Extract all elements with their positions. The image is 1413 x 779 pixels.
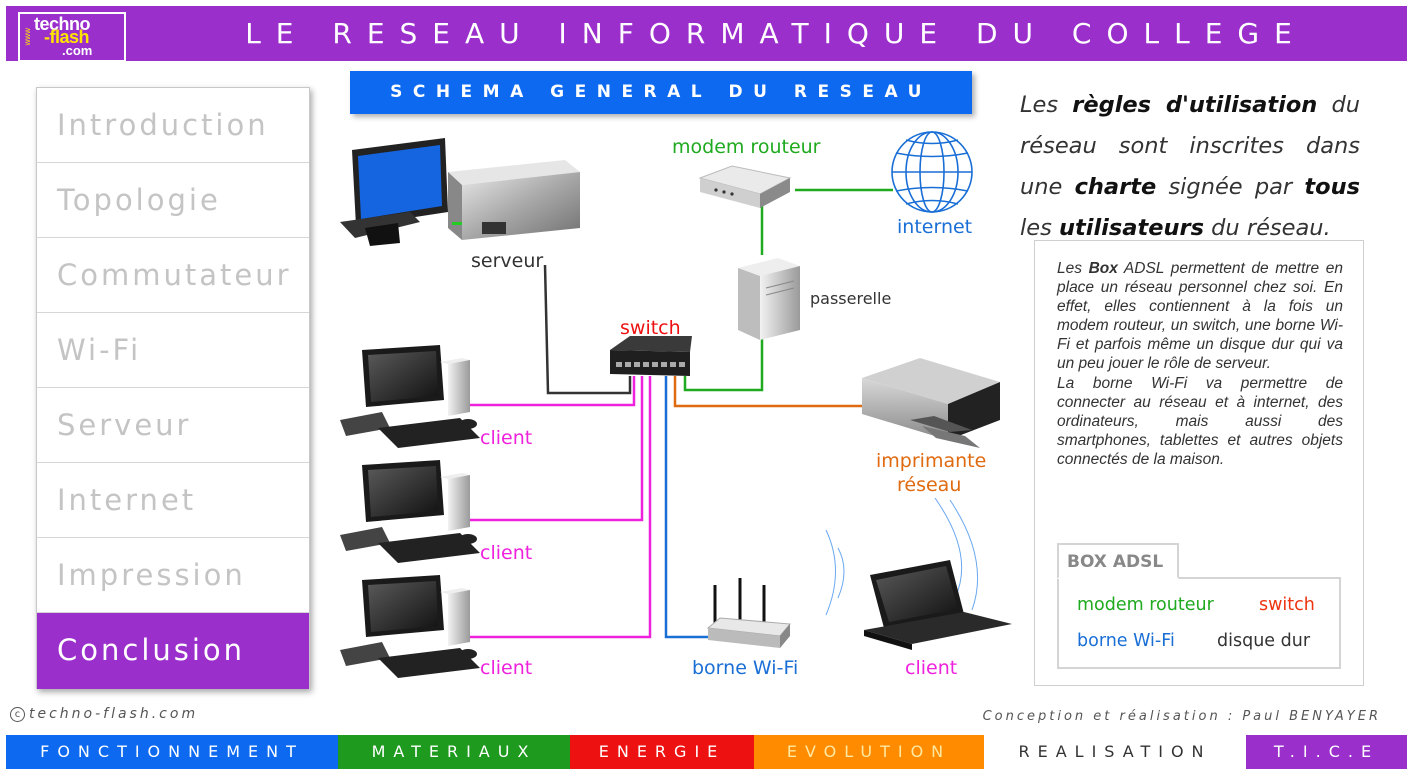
label-printer-line2: réseau (897, 474, 962, 496)
charter-bold: règles d'utilisation (1072, 92, 1318, 118)
client-desktop-icon-2 (340, 460, 480, 563)
menu-item-internet[interactable]: Internet (37, 463, 309, 538)
switch-icon (610, 336, 692, 376)
charter-text: du réseau sont inscrites dans une (1020, 92, 1360, 200)
nav-evolution[interactable]: EVOLUTION (754, 735, 984, 769)
techno-flash-logo[interactable]: www techno -flash .com (18, 12, 126, 62)
client-desktop-icon-3 (340, 575, 480, 678)
box-adsl-tab: BOX ADSL (1057, 543, 1179, 579)
modem-router-icon (698, 165, 792, 208)
page-title: LE RESEAU INFORMATIQUE DU COLLEGE (245, 17, 1307, 50)
cable-client3-switch (468, 376, 652, 639)
box-adsl-panel: modem routeur switch borne Wi-Fi disque … (1057, 577, 1341, 669)
nav-materiaux[interactable]: MATERIAUX (338, 735, 570, 769)
label-server: serveur (471, 250, 544, 272)
cable-client2-switch (468, 376, 644, 522)
footer-nav: FONCTIONNEMENT MATERIAUX ENERGIE EVOLUTI… (6, 735, 1407, 769)
wifi-signal-waves (825, 497, 979, 616)
nav-realisation[interactable]: REALISATION (984, 735, 1246, 769)
box-item-disk: disque dur (1217, 631, 1311, 651)
copyright-symbol: c (10, 707, 25, 722)
wifi-access-point-icon (706, 578, 791, 648)
internet-globe-icon (891, 131, 973, 213)
cable-server-switch (543, 264, 632, 395)
charter-text: Les (1020, 92, 1073, 118)
charter-paragraph: Les règles d'utilisation du réseau sont … (1020, 85, 1360, 249)
box-item-switch: switch (1259, 595, 1315, 615)
network-cables (468, 188, 893, 639)
charter-text: signée par (1156, 174, 1305, 200)
label-wifi-access-point: borne Wi-Fi (692, 657, 799, 679)
label-gateway: passerelle (810, 289, 892, 308)
nav-fonctionnement[interactable]: FONCTIONNEMENT (6, 735, 338, 769)
side-menu: Introduction Topologie Commutateur Wi-Fi… (36, 87, 310, 689)
client-desktop-icon-1 (340, 345, 480, 448)
charter-bold: utilisateurs (1058, 215, 1204, 241)
copyright: c techno-flash.com (10, 706, 198, 722)
charter-bold: charte (1074, 174, 1157, 200)
box-adsl-info-card: Les Box ADSL permettent de mettre en pla… (1034, 240, 1364, 686)
menu-item-wifi[interactable]: Wi-Fi (37, 313, 309, 388)
info-text-part: La borne Wi-Fi va permettre de connecter… (1057, 374, 1343, 468)
header-bar: www techno -flash .com LE RESEAU INFORMA… (6, 6, 1407, 62)
logo-line-techno: techno (34, 14, 91, 34)
box-item-wifi: borne Wi-Fi (1077, 631, 1175, 651)
info-text-part: Les (1057, 260, 1089, 277)
menu-item-impression[interactable]: Impression (37, 538, 309, 613)
gateway-tower-icon (738, 258, 800, 340)
charter-text: les (1020, 215, 1059, 241)
menu-item-conclusion[interactable]: Conclusion (37, 613, 309, 689)
nav-tice[interactable]: T.I.C.E (1246, 735, 1407, 769)
label-client-4: client (905, 657, 958, 679)
client-laptop-icon (864, 560, 1012, 650)
cable-switch-wifi (664, 376, 708, 639)
charter-text: du réseau. (1203, 215, 1331, 241)
network-printer-icon (862, 358, 1000, 448)
label-internet: internet (897, 216, 973, 238)
copyright-text: techno-flash.com (29, 706, 199, 722)
box-adsl-description: Les Box ADSL permettent de mettre en pla… (1057, 259, 1343, 469)
menu-item-serveur[interactable]: Serveur (37, 388, 309, 463)
server-icon (340, 138, 580, 246)
cable-gateway-switch (683, 338, 764, 392)
info-text-part: ADSL permettent de mettre en place un ré… (1057, 260, 1343, 373)
schema-title: SCHEMA GENERAL DU RESEAU (350, 71, 972, 114)
nav-energie[interactable]: ENERGIE (570, 735, 754, 769)
info-text-bold: Box (1088, 260, 1118, 277)
logo-line-com: .com (62, 43, 93, 58)
menu-item-introduction[interactable]: Introduction (37, 88, 309, 163)
menu-item-commutateur[interactable]: Commutateur (37, 238, 309, 313)
logo-line-flash: -flash (44, 27, 90, 47)
label-client-1: client (480, 427, 533, 449)
credit-text: Conception et réalisation : Paul BENYAYE… (982, 709, 1381, 724)
label-client-3: client (480, 657, 533, 679)
charter-bold: tous (1304, 174, 1361, 200)
label-switch: switch (620, 317, 681, 339)
box-item-modem-router: modem routeur (1077, 595, 1214, 615)
menu-item-topologie[interactable]: Topologie (37, 163, 309, 238)
label-client-2: client (480, 542, 533, 564)
cable-client1-switch (468, 376, 636, 407)
label-printer-line1: imprimante (876, 450, 987, 472)
cable-switch-printer (673, 376, 870, 408)
label-modem-router: modem routeur (672, 136, 821, 158)
